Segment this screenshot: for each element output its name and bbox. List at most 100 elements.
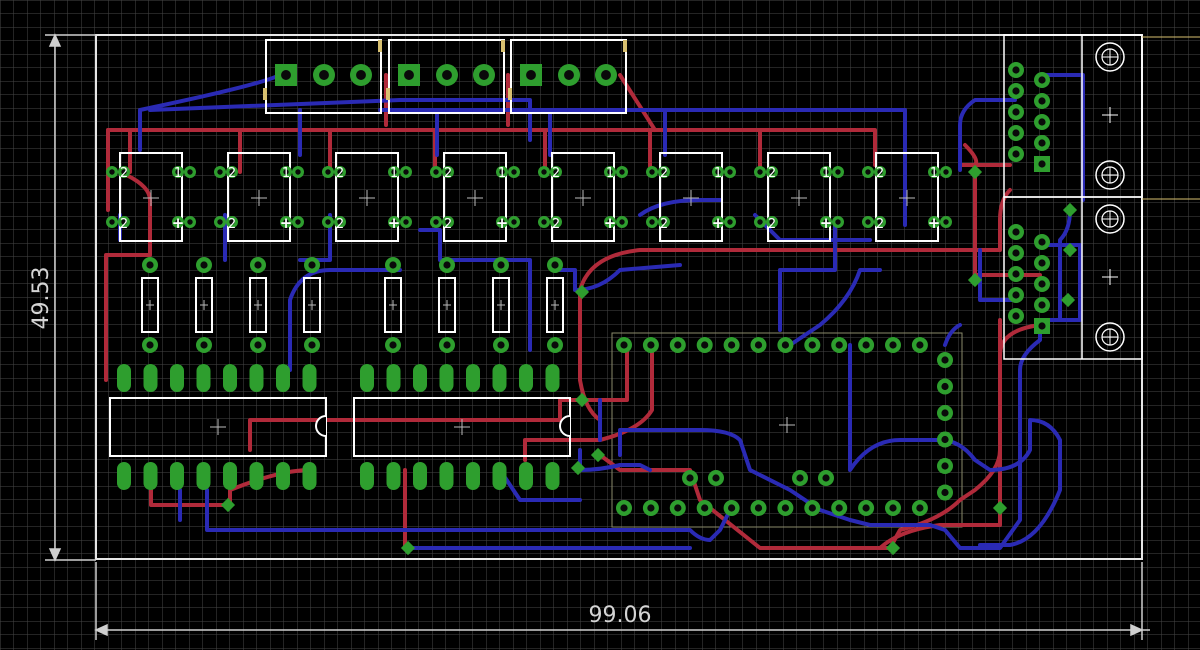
relay-pad (658, 216, 670, 228)
resistor-pad (142, 257, 158, 273)
relay-pad (280, 166, 292, 178)
terminal-pad (473, 64, 495, 86)
relay-pad (322, 166, 334, 178)
relay-pad (508, 216, 520, 228)
resistor-pad (250, 257, 266, 273)
via (885, 540, 901, 556)
via (992, 500, 1008, 516)
mcu-pad (616, 500, 632, 516)
mcu-pad (831, 500, 848, 516)
relay-pad (118, 216, 130, 228)
relay-pin-mark: + (820, 214, 833, 232)
ic-pin (545, 462, 560, 490)
resistor-pad (439, 337, 455, 353)
via (967, 164, 983, 180)
mcu-pad (804, 337, 821, 353)
resistor-pad (493, 257, 509, 273)
ic-pin (439, 364, 454, 392)
mcu-pad (708, 470, 724, 486)
ic-pin (143, 364, 158, 392)
relay-pad (442, 216, 454, 228)
relay-pad (106, 216, 118, 228)
relay-pad (388, 216, 400, 228)
mcu-pad (911, 500, 928, 516)
relay-pad (712, 216, 724, 228)
relay-pin-mark: 2 (444, 166, 452, 181)
mcu-pad (682, 470, 698, 486)
connector-pad (1034, 135, 1050, 151)
relay-pin-mark: + (280, 214, 293, 232)
mcu-pad (937, 484, 953, 501)
terminal-pad (558, 64, 580, 86)
mcu-pad (911, 337, 928, 353)
terminal-pad (313, 64, 335, 86)
resistor (546, 257, 564, 353)
resistor-pad (547, 337, 563, 353)
relay-pin-mark: 2 (552, 166, 560, 181)
connector-pad (1008, 146, 1024, 162)
mcu-pad (616, 337, 632, 353)
relay-pin-mark: 2 (336, 166, 344, 181)
relay-pad (754, 166, 766, 178)
ic-pin (276, 462, 290, 490)
relay-pin-mark: 2 (552, 217, 560, 232)
relay-pad (442, 166, 454, 178)
connector-pad (1008, 62, 1024, 78)
screw-terminal-connector (1003, 196, 1200, 360)
relay-pad (118, 166, 130, 178)
relay-pad (400, 166, 412, 178)
resistor-pad (439, 257, 455, 273)
relay-pad (226, 216, 238, 228)
bottom-layer-traces (118, 73, 1085, 550)
connector-pad (1034, 156, 1050, 172)
relay-pin-mark: 2 (228, 217, 236, 232)
relay-pad (928, 166, 940, 178)
mcu-pad (792, 470, 808, 486)
ic-pin (170, 364, 184, 392)
relay-pad (820, 216, 832, 228)
mcu-pad (696, 500, 713, 516)
relay-pin-mark: 1 (282, 166, 290, 181)
via (220, 497, 236, 513)
connector-pad (1008, 287, 1024, 303)
terminal-pad (436, 64, 458, 86)
mcu-pad (723, 500, 740, 516)
via (400, 540, 416, 556)
resistor-pad (304, 257, 320, 273)
relay-pin-mark: + (172, 214, 185, 232)
resistor-pad (250, 337, 266, 353)
relay-pad (832, 166, 844, 178)
relay-pad (106, 166, 118, 178)
mcu-pad (818, 470, 834, 486)
mcu-pad (831, 337, 848, 353)
ic-pin (519, 462, 533, 490)
mcu-pad (937, 352, 953, 368)
dip-ic (109, 364, 327, 490)
ic-pin (223, 462, 237, 490)
mcu-pad (750, 500, 767, 516)
mcu-pad (669, 337, 686, 353)
mcu-pad (937, 431, 953, 448)
relay-pad (496, 216, 508, 228)
relay-pin-mark: 2 (336, 217, 344, 232)
relay-pad (430, 166, 442, 178)
mcu-pad (642, 500, 659, 516)
relay-pad (616, 166, 628, 178)
via (590, 447, 606, 463)
height-dimension (45, 33, 96, 562)
dip-ic (353, 364, 571, 490)
relay-pad (658, 166, 670, 178)
ic-pin (386, 364, 401, 392)
mcu-pad (937, 378, 953, 395)
via (1060, 292, 1076, 308)
height-dimension-label: 49.53 (29, 267, 54, 330)
relay-pin-mark: 2 (768, 217, 776, 232)
resistor (141, 257, 159, 353)
relay-pad (322, 216, 334, 228)
relay-pad (724, 166, 736, 178)
